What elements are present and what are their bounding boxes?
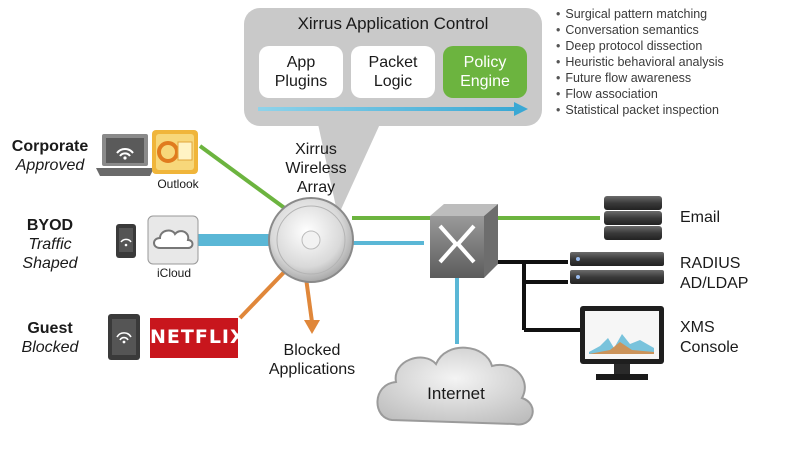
guest-link	[238, 264, 292, 320]
xms-console-monitor-icon	[580, 306, 664, 380]
xms-line1: XMS	[680, 319, 715, 336]
internet-cloud-icon	[376, 346, 534, 426]
wireless-array-icon	[268, 197, 354, 283]
radius-line2: AD/LDAP	[680, 274, 749, 292]
phone-icon	[116, 224, 136, 258]
guest-subtitle: Blocked	[21, 339, 79, 357]
corporate-label: Corporate Approved	[2, 137, 98, 175]
feature-item: Flow association	[556, 86, 724, 102]
blocked-link	[304, 277, 314, 323]
corporate-link	[198, 144, 292, 214]
xms-console-label: XMS Console	[680, 318, 739, 357]
outlook-icon	[152, 130, 198, 174]
array-label-line3: Array	[296, 179, 336, 197]
feature-item: Deep protocol dissection	[556, 38, 724, 54]
email-label: Email	[680, 209, 721, 226]
blocked-line2: Applications	[268, 361, 356, 379]
feature-item: Future flow awareness	[556, 70, 724, 86]
corporate-subtitle: Approved	[15, 157, 85, 175]
laptop-icon	[96, 134, 154, 176]
radius-line1: RADIUS	[680, 255, 741, 272]
packet-logic-module: Packet Logic	[351, 46, 435, 98]
guest-label: Guest Blocked	[2, 319, 98, 357]
byod-link	[196, 234, 272, 246]
guest-title: Guest	[27, 320, 73, 337]
radius-label: RADIUS AD/LDAP	[680, 254, 748, 293]
server-links	[494, 260, 580, 332]
array-label-line1: Xirrus	[295, 141, 337, 158]
byod-subtitle-2: Shaped	[22, 255, 78, 273]
feature-item: Surgical pattern matching	[556, 6, 724, 22]
feature-item: Statistical packet inspection	[556, 102, 724, 118]
array-label-line2: Wireless	[285, 160, 347, 178]
blocked-applications-label: Blocked Applications	[252, 341, 372, 379]
app-plugins-module: App Plugins	[259, 46, 343, 98]
netflix-logo	[150, 318, 238, 358]
tablet-icon	[108, 314, 140, 360]
switch-icon	[430, 204, 498, 278]
app-control-title: Xirrus Application Control	[297, 14, 489, 33]
byod-title: BYOD	[26, 217, 74, 234]
policy-engine-module: Policy Engine	[443, 46, 527, 98]
outlook-label: Outlook	[157, 177, 199, 191]
radius-server-icon	[570, 252, 664, 284]
byod-label: BYOD Traffic Shaped	[2, 216, 98, 274]
icloud-label: iCloud	[156, 266, 192, 280]
wireless-array-label: Xirrus Wireless Array	[266, 140, 366, 198]
icloud-icon	[147, 215, 199, 265]
feature-item: Heuristic behavioral analysis	[556, 54, 723, 70]
flow-arrow	[258, 107, 516, 111]
corporate-title: Corporate	[11, 138, 89, 155]
internet-label: Internet	[427, 384, 485, 403]
netflix-wordmark: NETFLIX	[150, 326, 246, 348]
email-server-icon	[604, 196, 662, 240]
feature-list: Surgical pattern matching Conversation s…	[556, 6, 724, 118]
blocked-line1: Blocked	[283, 342, 341, 359]
blocked-arrow	[304, 320, 320, 334]
xms-line2: Console	[680, 338, 739, 356]
feature-item: Conversation semantics	[556, 22, 724, 38]
byod-subtitle-1: Traffic	[28, 236, 72, 254]
